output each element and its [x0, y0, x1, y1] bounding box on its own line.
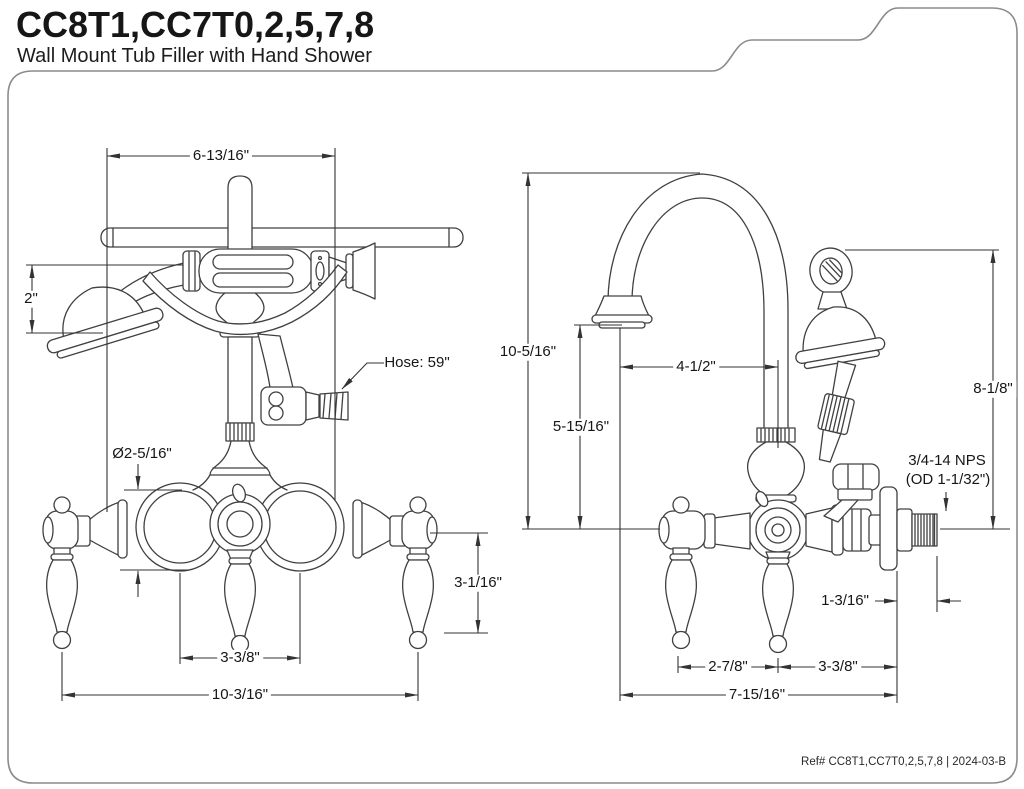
label-hose-length: Hose: 59"	[384, 353, 450, 371]
dim-valve-spacing: 3-3/8"	[217, 649, 263, 667]
support-bar	[100, 227, 464, 248]
dim-body-diameter: Ø2-5/16"	[112, 444, 172, 462]
dim-nipple-length: 1-3/16"	[818, 592, 872, 610]
front-view	[42, 175, 464, 654]
dim-spout-outlet-height: 5-15/16"	[549, 418, 613, 436]
lever-handle	[761, 557, 795, 654]
lever-handle	[664, 553, 698, 650]
faucet-body-front	[42, 474, 438, 572]
dim-valve-to-wall: 3-3/8"	[815, 658, 861, 676]
lever-handle	[401, 553, 435, 650]
hose-front	[257, 333, 349, 426]
hand-shower-side	[795, 247, 886, 523]
lever-handle	[45, 553, 79, 650]
lever-handle	[223, 557, 257, 654]
dim-overall-height: 10-5/16"	[496, 343, 560, 361]
hand-shower-front	[46, 242, 376, 359]
dim-handle-spacing: 2-7/8"	[705, 658, 751, 676]
sheet-border	[7, 7, 1018, 784]
page-subtitle: Wall Mount Tub Filler with Hand Shower	[17, 45, 372, 67]
dim-hand-shower-height: 8-1/8"	[970, 380, 1016, 398]
dim-overall-width: 10-3/16"	[208, 686, 272, 704]
page-title: CC8T1,CC7T0,2,5,7,8	[16, 4, 375, 45]
dim-overall-depth: 7-15/16"	[725, 686, 789, 704]
dim-spout-width: 6-13/16"	[189, 147, 253, 165]
cradle-arm	[142, 264, 348, 336]
reference-number: Ref# CC8T1,CC7T0,2,5,7,8 | 2024-03-B	[801, 756, 1006, 768]
label-thread-spec-line1: 3/4-14 NPS	[908, 451, 986, 469]
dim-spout-reach: 4-1/2"	[673, 358, 719, 376]
label-thread-spec-line2: (OD 1-1/32")	[905, 470, 991, 488]
faucet-body-side	[658, 490, 809, 563]
dim-handle-height: 3-1/16"	[451, 574, 505, 592]
dim-shower-head-height: 2"	[21, 290, 41, 308]
gooseneck-spout	[591, 173, 806, 503]
side-view	[591, 173, 938, 654]
